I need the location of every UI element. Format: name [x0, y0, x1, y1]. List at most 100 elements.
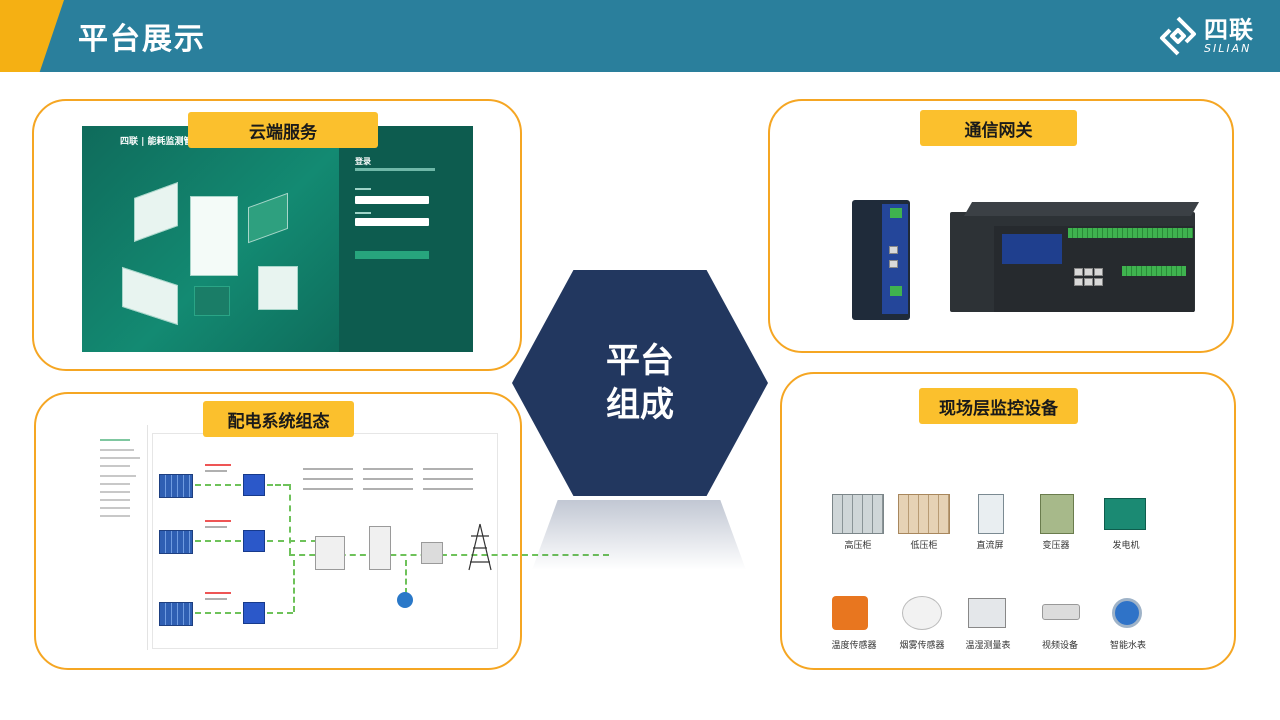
field-device-item: 温度传感器 [814, 594, 894, 674]
iso-block [122, 266, 178, 326]
distribution-box-icon [315, 536, 345, 570]
data-text [363, 468, 413, 470]
inverter-icon [243, 474, 265, 496]
data-text [423, 478, 473, 480]
field-devices-tag: 现场层监控设备 [919, 388, 1078, 424]
field-device-label: 烟雾传感器 [899, 641, 945, 651]
wire [195, 484, 241, 486]
data-text [205, 526, 227, 528]
cloud-platform-screenshot: 四联 | 能耗监测管 登录 [82, 126, 473, 352]
solar-panel-icon [159, 474, 193, 498]
cloud-brand: 四联 | 能耗监测管 [120, 137, 193, 147]
ethernet-port [1074, 278, 1083, 286]
sidebar-line [100, 483, 130, 485]
iso-tower [190, 196, 238, 276]
center-hexagon: 平台组成 [512, 270, 768, 496]
login-subtitle [355, 168, 435, 171]
logo-en-text: SILIAN [1204, 42, 1252, 55]
terminal-block [890, 286, 902, 296]
distribution-tag: 配电系统组态 [203, 401, 354, 437]
diagram-canvas [152, 433, 609, 649]
login-label [355, 188, 371, 190]
high-voltage-cabinet-icon [832, 494, 884, 534]
field-device-label: 发电机 [1112, 541, 1140, 551]
wire [267, 484, 289, 486]
low-voltage-cabinet-icon [898, 494, 950, 534]
data-text [205, 520, 231, 522]
wire [195, 540, 241, 542]
ethernet-port [1084, 268, 1093, 276]
password-field[interactable] [355, 218, 429, 226]
transformer-icon [421, 542, 443, 564]
water-meter-icon [1112, 598, 1142, 628]
ethernet-port [889, 246, 898, 254]
solar-panel-icon [159, 530, 193, 554]
iso-block [134, 181, 178, 243]
field-device-label: 温湿测量表 [965, 641, 1011, 651]
sidebar-line [100, 499, 130, 501]
temperature-sensor-icon [832, 596, 868, 630]
wire [289, 554, 609, 556]
center-label: 平台组成 [606, 341, 674, 425]
terminal-row [1122, 266, 1186, 276]
data-text [363, 488, 413, 490]
data-text [303, 478, 353, 480]
power-tower-icon [468, 523, 492, 571]
field-device-label: 变压器 [1042, 541, 1070, 551]
data-text [205, 598, 227, 600]
field-device-item: 变压器 [1016, 494, 1096, 574]
data-text [205, 470, 227, 472]
data-text [303, 468, 353, 470]
device-face [882, 204, 908, 314]
inverter-icon [243, 530, 265, 552]
dc-panel-icon [978, 494, 1004, 534]
field-device-item: 温湿测量表 [948, 594, 1028, 674]
wire [289, 484, 291, 554]
ethernet-port [1094, 278, 1103, 286]
device-label [1002, 234, 1062, 264]
hexagon-reflection [532, 500, 746, 570]
smoke-sensor-icon [902, 596, 942, 630]
field-device-item: 烟雾传感器 [882, 594, 962, 674]
silian-logo-icon [1160, 16, 1196, 56]
distribution-diagram [90, 425, 609, 650]
data-text [423, 488, 473, 490]
sidebar-line [100, 449, 134, 451]
gateway-device-large [950, 202, 1200, 312]
gateway-tag: 通信网关 [920, 110, 1077, 146]
login-panel: 登录 [339, 126, 473, 352]
company-logo: 四联 SILIAN [1156, 14, 1254, 58]
data-text [303, 488, 353, 490]
sidebar-line [100, 439, 130, 441]
video-camera-icon [1042, 604, 1080, 620]
wire [267, 612, 293, 614]
login-button[interactable] [355, 251, 429, 259]
device-top [963, 202, 1200, 216]
solar-panel-icon [159, 602, 193, 626]
login-title: 登录 [355, 157, 371, 166]
field-device-item: 低压柜 [884, 494, 964, 574]
wire [195, 612, 241, 614]
field-device-label: 温度传感器 [831, 641, 877, 651]
inverter-icon [243, 602, 265, 624]
data-text [363, 478, 413, 480]
field-device-item: 高压柜 [818, 494, 898, 574]
field-device-label: 直流屏 [976, 541, 1004, 551]
username-field[interactable] [355, 196, 429, 204]
field-device-item: 发电机 [1086, 494, 1166, 574]
field-device-label: 低压柜 [910, 541, 938, 551]
cabinet-icon [369, 526, 391, 570]
field-device-item: 视频设备 [1020, 594, 1100, 674]
field-device-label: 高压柜 [844, 541, 872, 551]
gateway-device-small [852, 200, 910, 320]
terminal-block [890, 208, 902, 218]
header-bar [0, 0, 1280, 72]
field-device-item: 智能水表 [1088, 594, 1168, 674]
field-device-label: 智能水表 [1109, 641, 1146, 651]
ethernet-port [889, 260, 898, 268]
ethernet-port [1074, 268, 1083, 276]
data-text [205, 592, 231, 594]
humidity-meter-icon [968, 598, 1006, 628]
logo-cn-text: 四联 [1204, 16, 1254, 44]
user-icon [397, 592, 413, 608]
